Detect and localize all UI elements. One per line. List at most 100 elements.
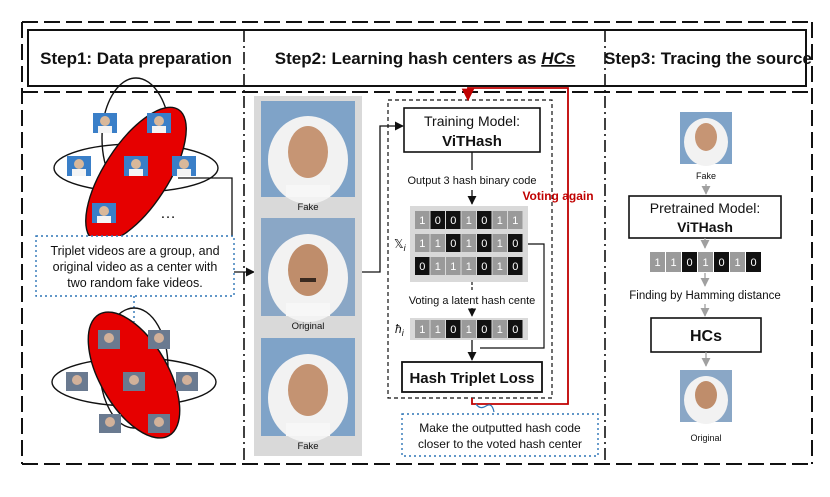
step2-title-prefix: Step2: Learning hash centers as bbox=[275, 49, 541, 68]
hash-bit-cell bbox=[430, 211, 445, 229]
hash-bit-cell bbox=[714, 252, 729, 272]
ellipsis: … bbox=[160, 205, 176, 222]
hash-bit-cell bbox=[415, 320, 430, 338]
step2-title-hcs: HCs bbox=[541, 49, 575, 68]
x-symbol-main: 𝕏 bbox=[394, 237, 404, 251]
hash-bit: 1 bbox=[415, 234, 430, 252]
step3-original-label: Original bbox=[690, 433, 721, 443]
hash-bit-cell bbox=[477, 320, 492, 338]
face-label-fake-bottom: Fake bbox=[297, 441, 318, 452]
hash-bit-cell bbox=[477, 211, 492, 229]
hash-bit: 0 bbox=[430, 211, 445, 229]
hash-bit: 1 bbox=[430, 320, 445, 338]
hash-bit-value: 1 bbox=[435, 324, 441, 336]
hash-bit: 1 bbox=[415, 211, 430, 229]
hash-bit-value: 0 bbox=[481, 238, 487, 250]
hash-bit-value: 0 bbox=[435, 215, 441, 227]
hash-bit-cell bbox=[508, 320, 523, 338]
video-thumbnail bbox=[176, 372, 198, 391]
hash-bit: 0 bbox=[746, 252, 761, 272]
hash-bit: 0 bbox=[446, 320, 461, 338]
hash-bit-value: 0 bbox=[481, 215, 487, 227]
voting-again-label: Voting again bbox=[522, 189, 593, 203]
video-thumbnail bbox=[66, 372, 88, 391]
video-thumbnail bbox=[148, 414, 170, 433]
hash-bit-value: 1 bbox=[419, 215, 425, 227]
hash-bit-cell bbox=[461, 234, 476, 252]
h-symbol-main: ħ bbox=[395, 322, 402, 336]
hash-bit: 1 bbox=[698, 252, 713, 272]
hash-bit-value: 1 bbox=[435, 261, 441, 273]
training-model-box bbox=[403, 107, 541, 153]
hash-bit-value: 1 bbox=[654, 257, 660, 269]
h-symbol: ħi bbox=[395, 322, 405, 338]
face-to-model-arrow bbox=[362, 121, 404, 273]
hash-bit-cell bbox=[492, 234, 507, 252]
hash-bit-value: 1 bbox=[466, 324, 472, 336]
video-thumbnail bbox=[99, 414, 121, 433]
video-thumbnail bbox=[93, 113, 117, 133]
video-thumbnail bbox=[92, 203, 116, 223]
hash-bit-value: 1 bbox=[466, 238, 472, 250]
video-thumbnail bbox=[172, 156, 196, 176]
triplet-note-line3: two random fake videos. bbox=[67, 276, 203, 290]
hash-bit: 0 bbox=[477, 234, 492, 252]
hash-bit-cell bbox=[508, 257, 523, 275]
hash-bit-value: 1 bbox=[466, 215, 472, 227]
step1-title: Step1: Data preparation bbox=[40, 49, 232, 68]
hash-bit-value: 0 bbox=[512, 324, 518, 336]
hash-bit-cell bbox=[430, 320, 445, 338]
hash-bit-cell bbox=[477, 257, 492, 275]
hash-triplet-loss-box bbox=[401, 361, 543, 393]
hash-bit-cell bbox=[508, 234, 523, 252]
loss-note-line1: Make the outputted hash code bbox=[419, 421, 581, 435]
hash-bit-value: 1 bbox=[497, 324, 503, 336]
hash-bit-cell bbox=[461, 320, 476, 338]
hash-bit-value: 1 bbox=[466, 261, 472, 273]
x-symbol-sub: i bbox=[404, 243, 407, 253]
hash-bit-value: 0 bbox=[512, 238, 518, 250]
hash-bit: 1 bbox=[666, 252, 681, 272]
video-thumbnail bbox=[123, 372, 145, 391]
hash-bit-value: 0 bbox=[686, 257, 692, 269]
hash-bit: 0 bbox=[446, 211, 461, 229]
hash-bit-value: 0 bbox=[718, 257, 724, 269]
hash-bit: 1 bbox=[461, 257, 476, 275]
hcs-label: HCs bbox=[690, 328, 722, 345]
hash-bit: 1 bbox=[492, 234, 507, 252]
hash-bit-value: 1 bbox=[512, 215, 518, 227]
step3-fake-face bbox=[680, 112, 732, 166]
hash-bit: 0 bbox=[477, 211, 492, 229]
header-box bbox=[27, 29, 807, 87]
hash-bit-value: 1 bbox=[435, 238, 441, 250]
hash-bit-cell bbox=[477, 234, 492, 252]
hash-bit-cell bbox=[492, 320, 507, 338]
hash-bit-value: 0 bbox=[750, 257, 756, 269]
triplet-note-line2: original video as a center with bbox=[53, 260, 218, 274]
face-label-original: Original bbox=[292, 321, 325, 332]
hash-bit-cell bbox=[430, 234, 445, 252]
data-flow-arrow bbox=[178, 177, 255, 277]
hash-bit-value: 1 bbox=[419, 238, 425, 250]
hash-bit: 0 bbox=[446, 234, 461, 252]
hash-bit-value: 0 bbox=[450, 215, 456, 227]
step3-title: Step3: Tracing the source bbox=[604, 49, 812, 68]
hash-bit: 0 bbox=[508, 234, 523, 252]
face-original: Original bbox=[261, 218, 355, 332]
hash-bit-cell bbox=[446, 257, 461, 275]
hash-bit-cell bbox=[446, 320, 461, 338]
finding-label: Finding by Hamming distance bbox=[629, 290, 781, 302]
hash-bit-cell bbox=[415, 211, 430, 229]
face-label-fake-top: Fake bbox=[297, 202, 318, 213]
video-thumbnail bbox=[67, 156, 91, 176]
diagram-frame bbox=[21, 21, 813, 465]
triplet-note-box bbox=[35, 235, 235, 297]
hash-bit: 1 bbox=[461, 320, 476, 338]
hash-bit: 1 bbox=[492, 257, 507, 275]
hash-bit-cell bbox=[492, 211, 507, 229]
output-label: Output 3 hash binary code bbox=[407, 175, 536, 187]
video-thumbnail bbox=[124, 156, 148, 176]
